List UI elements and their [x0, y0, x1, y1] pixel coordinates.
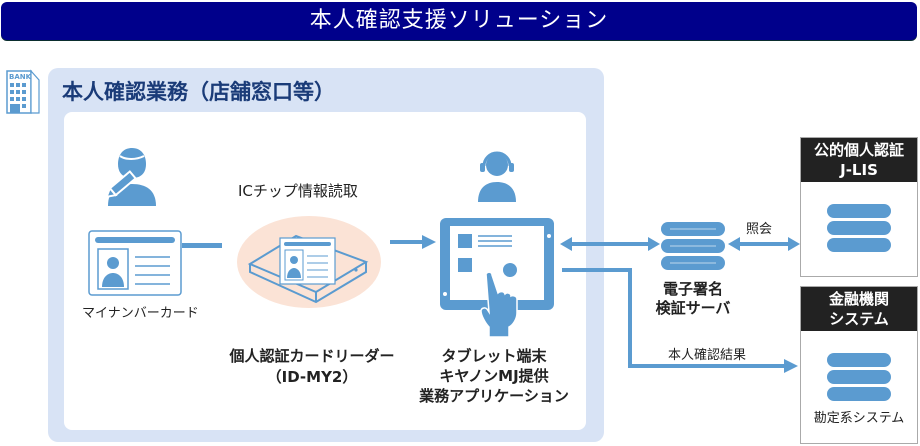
tablet-label-line2: キヤノンMJ提供 [439, 367, 549, 385]
result-label: 本人確認結果 [668, 348, 747, 363]
jlis-header: 公的個人認証 J-LIS [801, 138, 917, 182]
bank-system-database-icon [827, 353, 891, 407]
tablet-server-bidirectional-arrow [560, 236, 660, 255]
signature-server-database-icon [660, 220, 726, 276]
bank-system-header: 金融機関 システム [801, 287, 917, 331]
page-title: 本人確認支援ソリューション [1, 2, 917, 40]
jlis-title-line1: 公的個人認証 [813, 141, 904, 159]
bank-building-icon: BANK [6, 69, 40, 114]
card-reader-label-line1: 個人認証カードリーダー [229, 347, 395, 365]
jlis-box: 公的個人認証 J-LIS [800, 137, 918, 277]
bank-system-title-line2: システム [829, 310, 889, 328]
ic-chip-read-caption: ICチップ情報読取 [238, 182, 358, 200]
tablet-label-line3: 業務アプリケーション [419, 387, 569, 405]
core-banking-label: 勘定系システム [813, 411, 905, 426]
operator-headset-icon [474, 150, 520, 206]
result-arrow [562, 268, 802, 378]
jlis-database-icon [827, 204, 891, 258]
my-number-card-icon [88, 230, 182, 300]
bank-system-title-line1: 金融機関 [828, 290, 889, 308]
bank-text: BANK [9, 73, 32, 81]
jlis-title-line2: J-LIS [840, 161, 878, 179]
my-number-card-label: マイナンバーカード [82, 306, 199, 321]
tablet-label-line1: タブレット端末 [441, 347, 547, 365]
inquiry-bidirectional-arrow [728, 236, 800, 255]
signature-server-label-line2: 検証サーバ [655, 299, 731, 317]
reader-to-tablet-arrow [390, 234, 436, 253]
inquiry-label: 照会 [746, 222, 773, 237]
card-reader-connector [182, 243, 222, 248]
card-reader-label-line2: （ID-MY2） [266, 368, 358, 386]
bank-system-box: 金融機関 システム 勘定系システム [800, 286, 918, 444]
customer-writing-icon [100, 146, 164, 212]
signature-server-label: 電子署名 検証サーバ [640, 280, 746, 318]
panel-title: 本人確認業務（店舗窓口等） [62, 80, 335, 104]
tablet-icon [438, 216, 558, 340]
signature-server-label-line1: 電子署名 [662, 280, 723, 298]
card-reader-label: 個人認証カードリーダー （ID-MY2） [212, 346, 412, 388]
card-reader-icon [236, 214, 382, 314]
tablet-label: タブレット端末 キヤノンMJ提供 業務アプリケーション [408, 346, 580, 406]
